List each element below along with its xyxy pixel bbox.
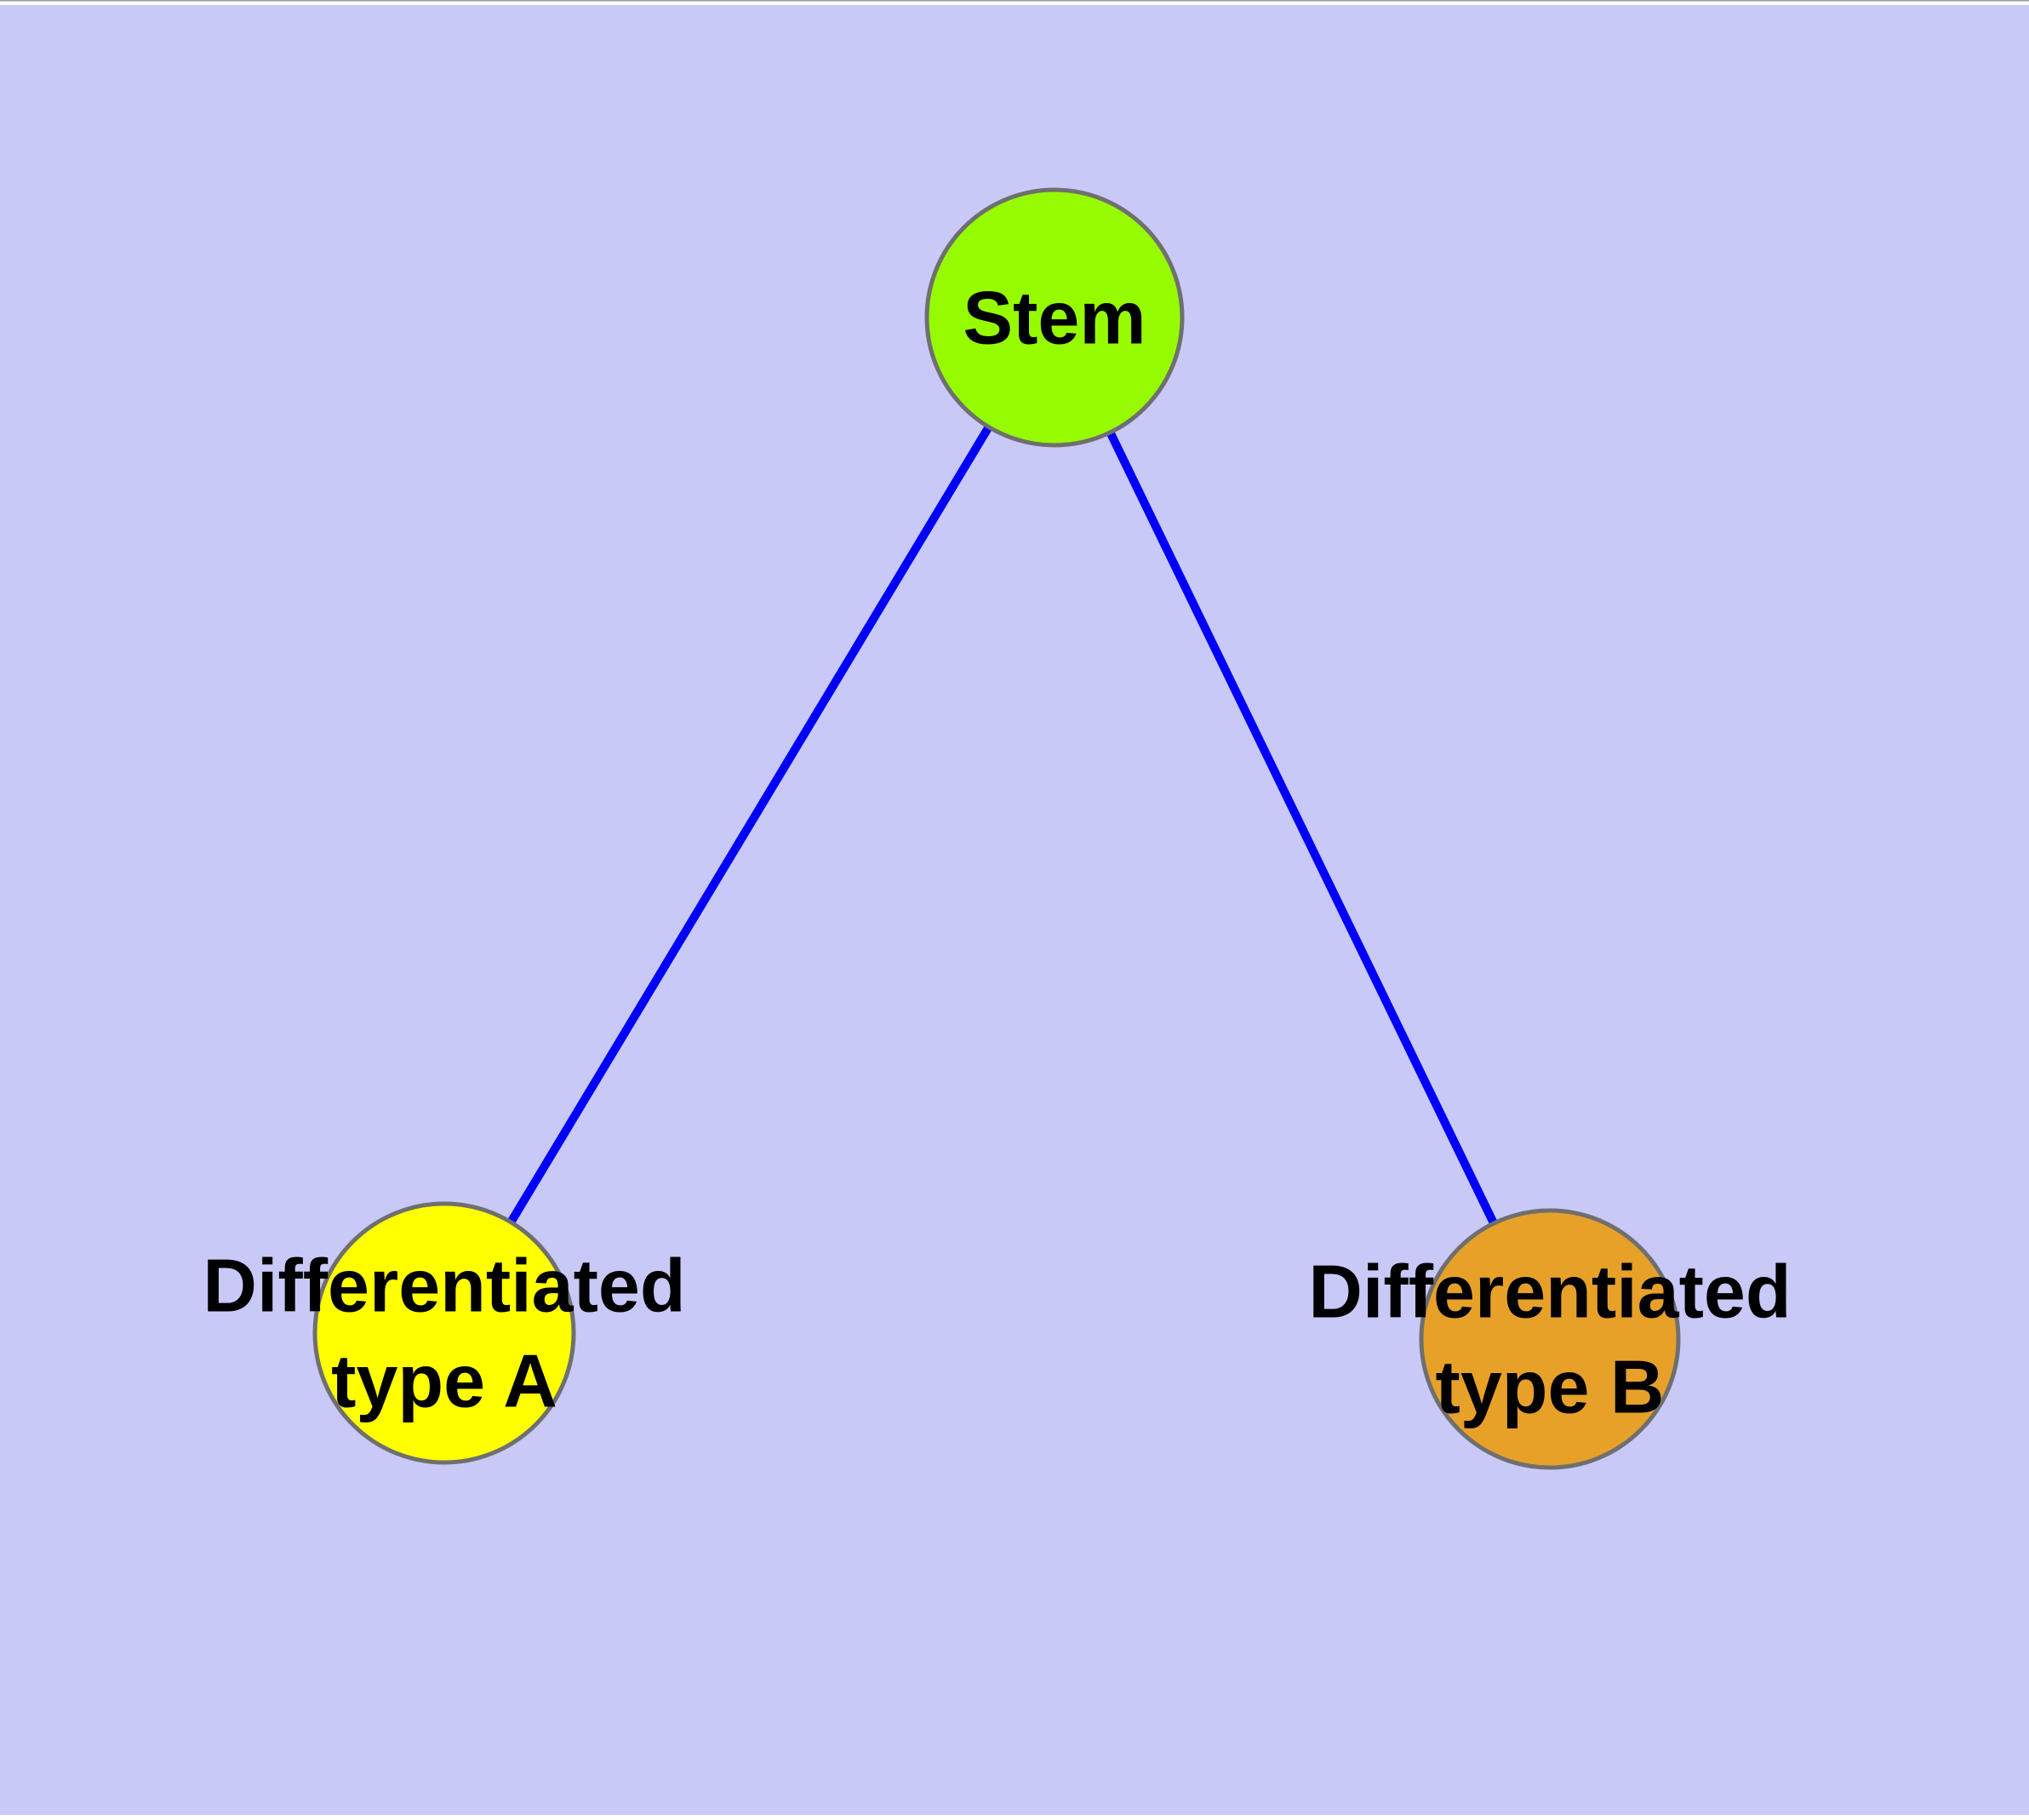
- node-stem: [924, 187, 1185, 448]
- node-label-line: Differentiated: [1308, 1250, 1791, 1334]
- edges-layer: [440, 315, 1554, 1342]
- node-label-stem: Stem: [963, 276, 1146, 360]
- node-diff-b: [1419, 1208, 1681, 1470]
- node-label-diff-a: Differentiated type A: [203, 1244, 685, 1423]
- node-diff-a: [312, 1201, 576, 1465]
- top-margin-strip: [0, 0, 2029, 5]
- edge-stem-to-diff-b: [1050, 315, 1554, 1342]
- nodes-layer: [312, 187, 1681, 1470]
- node-label-diff-b: Differentiated type B: [1308, 1250, 1791, 1429]
- window-edge-line: [0, 0, 2029, 2]
- node-label-line: Stem: [963, 276, 1146, 360]
- node-label-line: type A: [331, 1339, 557, 1423]
- node-label-line: type B: [1436, 1345, 1665, 1429]
- bottom-margin-strip: [0, 1815, 2029, 1820]
- edge-stem-to-diff-a: [440, 315, 1059, 1336]
- node-label-line: Differentiated: [203, 1244, 685, 1328]
